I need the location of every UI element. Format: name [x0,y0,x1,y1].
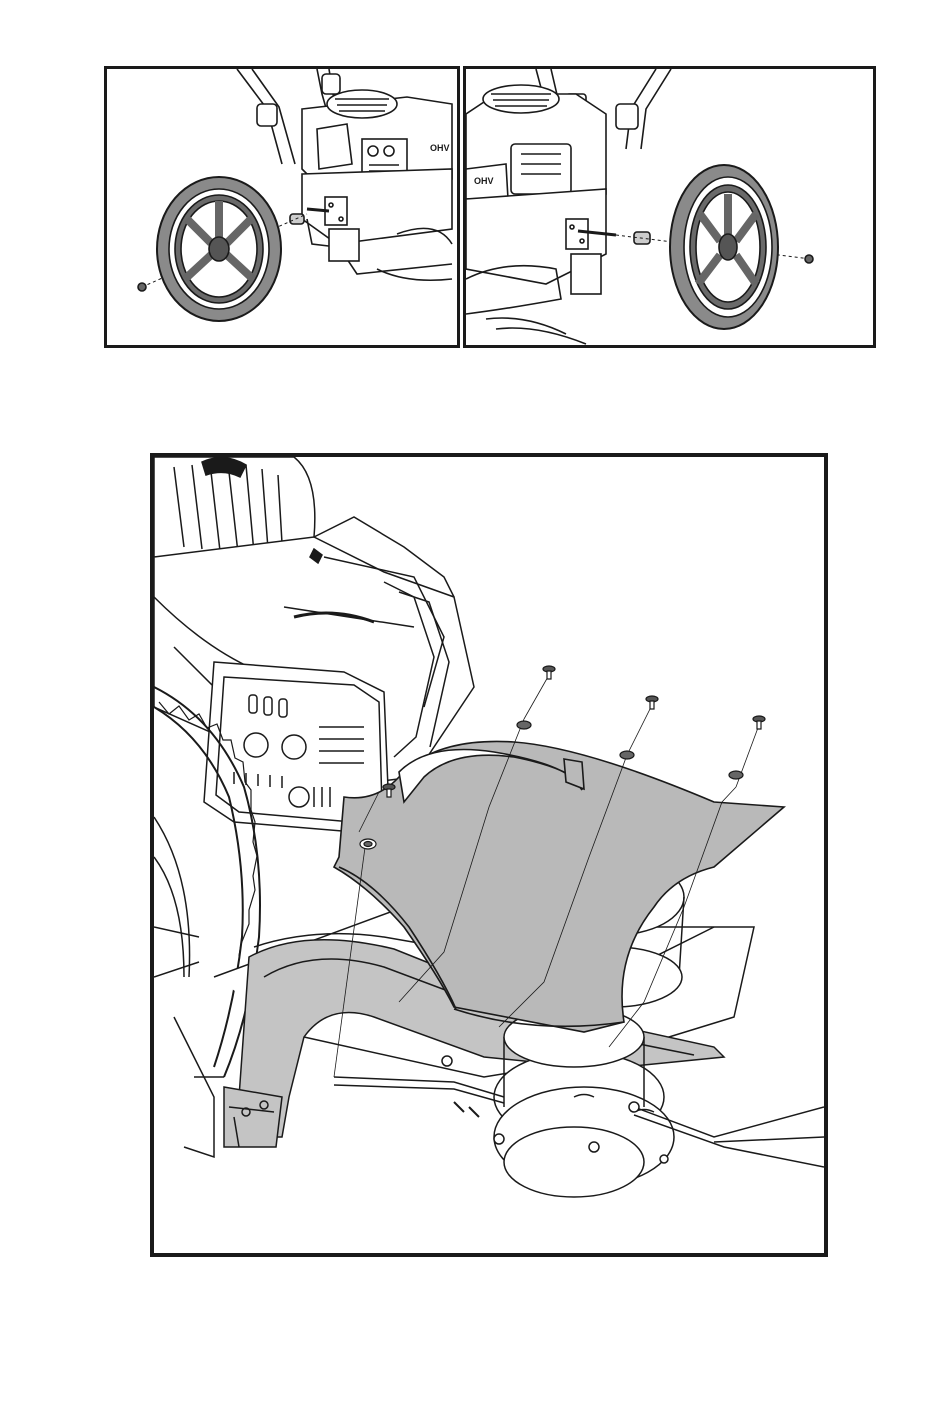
screw [543,666,555,679]
engine-brand-label: OHV [430,143,450,153]
wheel-hub [209,237,229,261]
wheel-nut [805,255,813,263]
front-mount [224,1087,282,1147]
handle-knob-right [616,104,638,129]
axle-bolt [307,209,329,211]
figure-deflector-install [150,453,828,1257]
washer [729,771,743,779]
figure-wheel-install-left: OHV [104,66,460,348]
engine-recoil [483,85,559,113]
figure-wheel-install-right: OHV [463,66,876,348]
screw [646,696,658,709]
handle-knob-left [257,104,277,126]
washer [517,721,531,729]
wheel-spacer [290,214,304,224]
trimmer-line [334,1077,504,1097]
washer [620,751,634,759]
wheel-hub [719,234,737,260]
wheel-install-left-drawing: OHV [107,69,457,345]
axle-bracket [566,219,588,249]
engine-brand-label: OHV [474,176,494,186]
wheel-nut [138,283,146,291]
deflector-install-drawing [154,457,824,1253]
wheel-install-right-drawing: OHV [466,69,873,345]
engine-recoil [327,90,397,118]
screw [753,716,765,729]
